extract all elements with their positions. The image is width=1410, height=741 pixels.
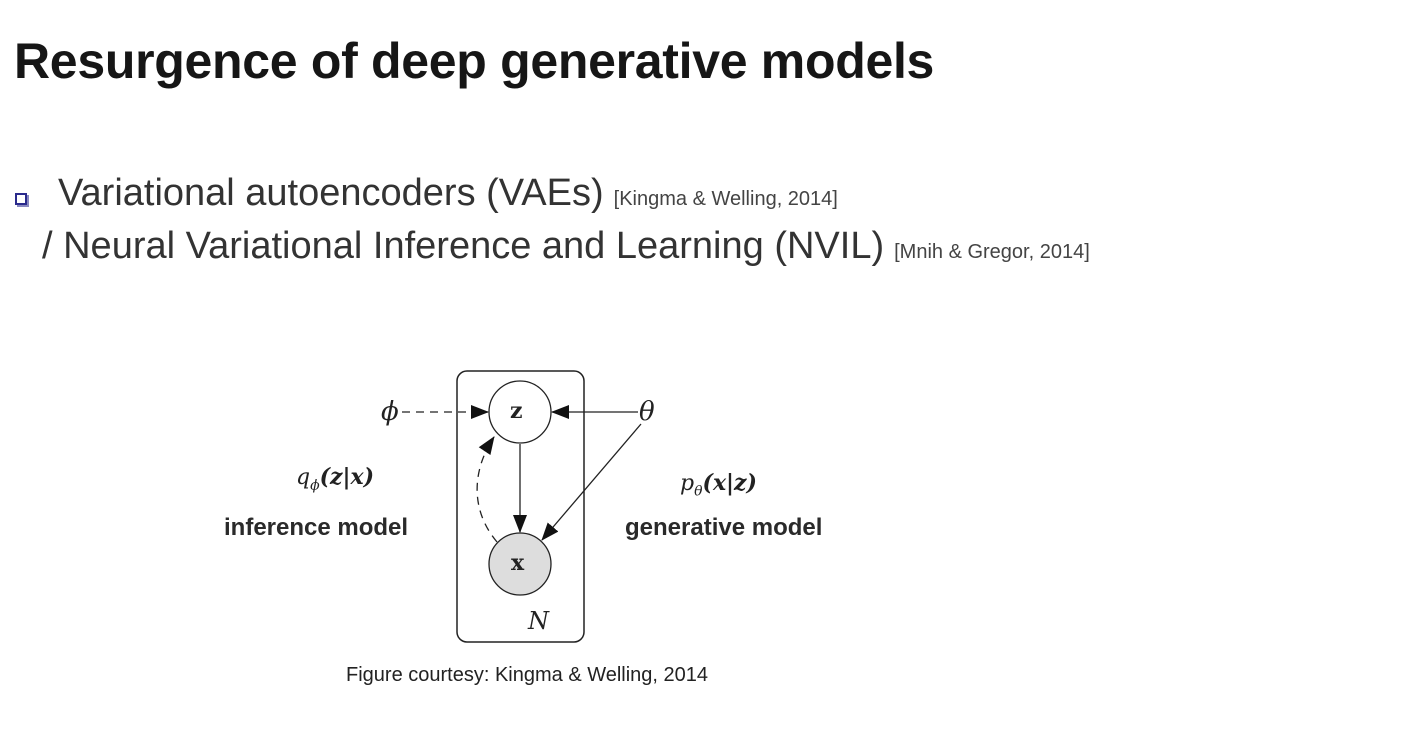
node-x: [488, 532, 552, 596]
inference-model-label: inference model: [224, 514, 409, 541]
slide-title: Resurgence of deep generative models: [14, 33, 935, 89]
edge-x-z-inference: [476, 436, 498, 543]
node-x-label: x: [511, 550, 525, 576]
plate-label: N: [528, 607, 549, 635]
bullet-line-nvil: / Neural Variational Inference and Learn…: [42, 225, 1090, 268]
theta-label: θ: [639, 397, 655, 427]
formula-sub: θ: [694, 483, 703, 500]
square-bullet-icon: [15, 193, 27, 205]
formula-sub: ϕ: [310, 477, 320, 494]
formula-q: q: [296, 465, 311, 490]
generative-model-label: generative model: [625, 514, 823, 541]
bullet-text: / Neural Variational Inference and Learn…: [42, 225, 885, 267]
formula-args: (x|z): [702, 470, 757, 496]
bullet-line-vae: Variational autoencoders (VAEs) [Kingma &…: [58, 172, 838, 215]
formula-args: (z|x): [319, 464, 375, 490]
citation: [Kingma & Welling, 2014]: [613, 188, 838, 210]
citation: [Mnih & Gregor, 2014]: [894, 241, 1090, 263]
generative-formula: pθ(x|z): [680, 470, 757, 499]
node-z-label: z: [510, 398, 523, 424]
plate-box: [456, 370, 585, 643]
bullet-text: Variational autoencoders (VAEs): [58, 172, 604, 214]
formula-p: p: [680, 471, 695, 496]
phi-label: ϕ: [381, 397, 399, 427]
inference-formula: qϕ(z|x): [296, 464, 374, 493]
figure-caption: Figure courtesy: Kingma & Welling, 2014: [346, 664, 709, 686]
edge-theta-x: [541, 423, 642, 541]
